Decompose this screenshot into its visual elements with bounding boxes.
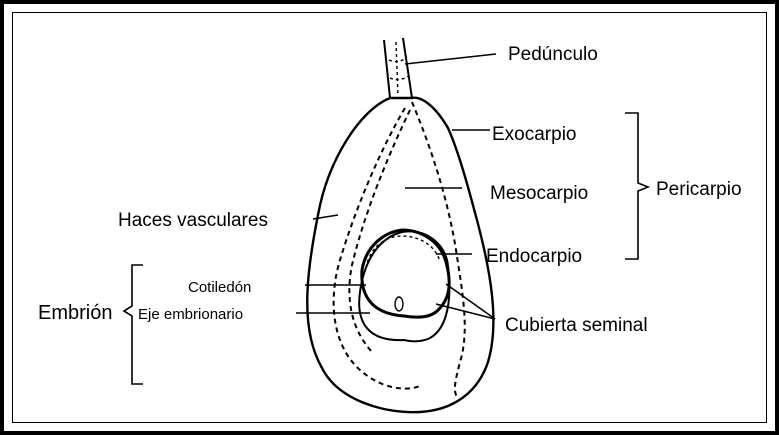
label-endocarp: Endocarpio: [486, 246, 582, 267]
label-embryonic-axis: Eje embrionario: [138, 306, 243, 323]
pericarp-bracket: [625, 113, 648, 259]
label-embryo: Embrión: [38, 302, 112, 324]
embryonic-axis-shape: [395, 297, 403, 311]
fruit-outline: [307, 98, 493, 412]
peduncle-illustration: [384, 38, 412, 98]
label-exocarp: Exocarpio: [492, 124, 577, 145]
label-seed-coat: Cubierta seminal: [505, 315, 648, 336]
embryo-bracket: [124, 265, 143, 384]
vascular-bundles-illustration: [334, 102, 465, 398]
label-pericarp: Pericarpio: [656, 179, 742, 200]
label-cotyledon: Cotiledón: [188, 279, 251, 296]
label-mesocarp: Mesocarpio: [490, 183, 588, 204]
seed-illustration: [359, 230, 449, 341]
label-peduncle: Pedúnculo: [508, 44, 598, 65]
label-vascular-bundles: Haces vasculares: [118, 210, 268, 231]
